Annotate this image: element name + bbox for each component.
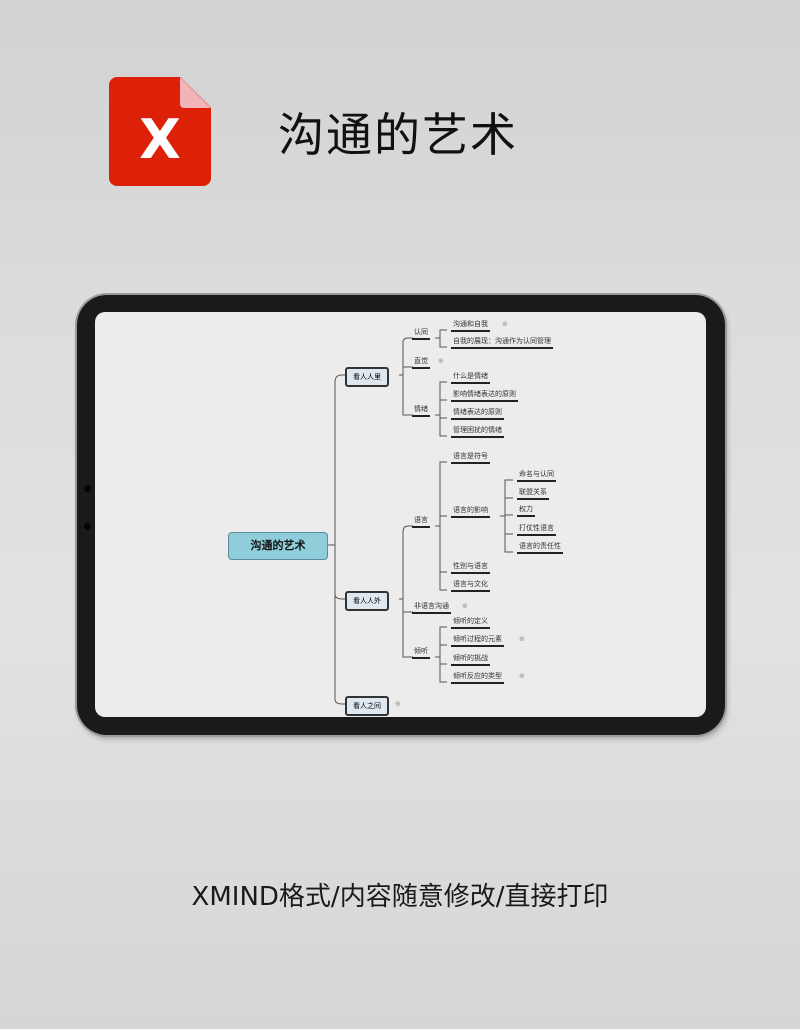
expand-icon[interactable]: ⊕ <box>519 635 525 643</box>
subtopic-node[interactable]: 自我的展现：沟通作为认同管理 <box>451 337 553 349</box>
topic-node[interactable]: 语言 <box>412 516 430 528</box>
subtopic-node[interactable]: 倾听反应的类型 <box>451 672 504 684</box>
branch-node[interactable]: 看人人外 <box>345 591 389 611</box>
leaf-node[interactable]: 联盟关系 <box>517 488 549 500</box>
subtopic-node[interactable]: 什么是情绪 <box>451 372 490 384</box>
expand-icon[interactable]: ⊕ <box>462 602 468 610</box>
topic-node[interactable]: 非语言沟通 <box>412 602 451 614</box>
subtopic-node[interactable]: 影响情绪表达的原则 <box>451 390 518 402</box>
camera-dot <box>84 523 91 530</box>
subtopic-node[interactable]: 倾听的定义 <box>451 617 490 629</box>
subtopic-node[interactable]: 倾听的挑战 <box>451 654 490 666</box>
topic-node[interactable]: 认同 <box>412 328 430 340</box>
expand-icon[interactable]: ⊕ <box>395 700 401 708</box>
page-title: 沟通的艺术 <box>278 108 518 162</box>
expand-icon[interactable]: ⊕ <box>502 320 508 328</box>
xmind-x-icon: X <box>139 108 181 171</box>
branch-node[interactable]: 看人之间 <box>345 696 389 716</box>
camera-dot <box>84 485 91 492</box>
subtopic-node[interactable]: 情绪表达的原则 <box>451 408 504 420</box>
central-topic[interactable]: 沟通的艺术 <box>228 532 328 560</box>
subtopic-node[interactable]: 倾听过程的元素 <box>451 635 504 647</box>
subtopic-node[interactable]: 管理困扰的情绪 <box>451 426 504 438</box>
subtopic-node[interactable]: 语言的影响 <box>451 506 490 518</box>
branch-node[interactable]: 看人人里 <box>345 367 389 387</box>
topic-node[interactable]: 倾听 <box>412 647 430 659</box>
leaf-node[interactable]: 语言的责任性 <box>517 542 563 554</box>
topic-node[interactable]: 情绪 <box>412 405 430 417</box>
subtopic-node[interactable]: 语言是符号 <box>451 452 490 464</box>
expand-icon[interactable]: ⊕ <box>519 672 525 680</box>
mindmap-canvas[interactable]: 沟通的艺术 看人人里 看人人外 看人之间 ⊕ 认同 直觉 ⊕ 情绪 沟通和自我 … <box>95 312 706 717</box>
expand-icon[interactable]: ⊕ <box>438 357 444 365</box>
tablet-frame: 沟通的艺术 看人人里 看人人外 看人之间 ⊕ 认同 直觉 ⊕ 情绪 沟通和自我 … <box>77 295 725 735</box>
subtopic-node[interactable]: 语言与文化 <box>451 580 490 592</box>
subtopic-node[interactable]: 沟通和自我 <box>451 320 490 332</box>
subtopic-node[interactable]: 性别与语言 <box>451 562 490 574</box>
connector-lines <box>326 329 513 705</box>
topic-node[interactable]: 直觉 <box>412 357 430 369</box>
footer-caption: XMIND格式/内容随意修改/直接打印 <box>191 882 609 912</box>
leaf-node[interactable]: 打仗性语言 <box>517 524 556 536</box>
leaf-node[interactable]: 命名与认同 <box>517 470 556 482</box>
leaf-node[interactable]: 权力 <box>517 505 535 517</box>
